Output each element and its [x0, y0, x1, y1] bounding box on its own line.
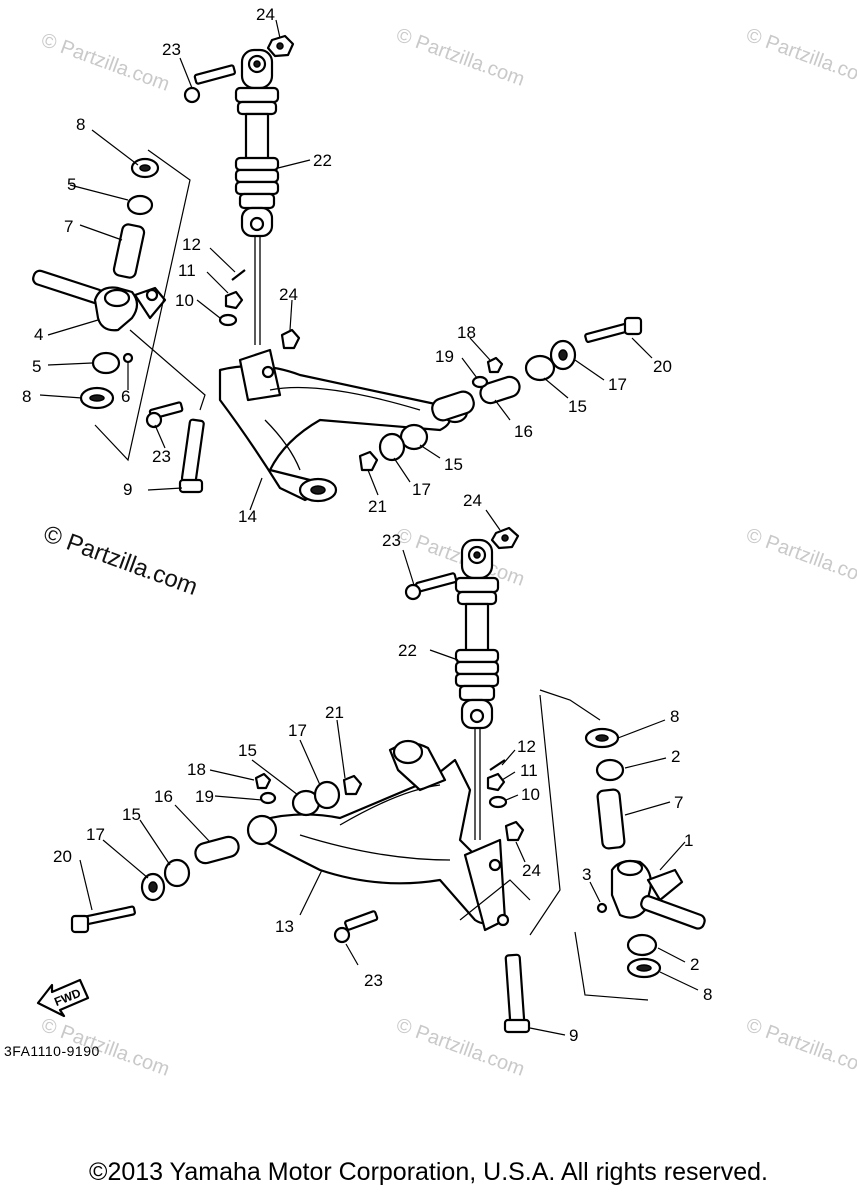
callout: 19: [435, 347, 454, 366]
callout: 14: [238, 507, 257, 526]
callout: 9: [569, 1026, 578, 1045]
bushings-bottom: [70, 772, 363, 934]
callouts-bottom: 24 23 22 21 17 15 18 19 16 15 17 20 13 2…: [53, 491, 712, 1045]
callout: 10: [175, 291, 194, 310]
callout: 8: [22, 387, 31, 406]
assembly-guides-top: [94, 149, 206, 462]
callout: 15: [122, 805, 141, 824]
callout: 15: [444, 455, 463, 474]
watermark: © Partzilla.com: [393, 24, 527, 91]
nut-24-bottom: [490, 526, 520, 550]
copyright-notice: ©2013 Yamaha Motor Corporation, U.S.A. A…: [89, 1158, 768, 1186]
callout: 7: [64, 217, 73, 236]
callout: 23: [162, 40, 181, 59]
callout: 24: [279, 285, 298, 304]
steering-knuckle-1: [584, 727, 706, 979]
bolt-9-bottom: [503, 953, 531, 1034]
bolt-23-bottom: [404, 572, 458, 601]
callout: 24: [463, 491, 482, 510]
bolt-23-arm-bottom: [333, 910, 379, 944]
callout: 8: [76, 115, 85, 134]
callout: 10: [521, 785, 540, 804]
callout: 9: [123, 480, 132, 499]
callout: 7: [674, 793, 683, 812]
callout: 24: [256, 5, 275, 24]
callout: 23: [382, 531, 401, 550]
callout: 17: [288, 721, 307, 740]
callout: 12: [517, 737, 536, 756]
callout: 16: [154, 787, 173, 806]
callout: 15: [568, 397, 587, 416]
callout: 23: [364, 971, 383, 990]
callout: 16: [514, 422, 533, 441]
callout: 22: [313, 151, 332, 170]
callout: 3: [582, 865, 591, 884]
shock-absorber-bottom: [454, 538, 500, 840]
cotter-nut-washer-top: [218, 269, 301, 350]
callout: 1: [684, 831, 693, 850]
top-assembly: [32, 19, 653, 511]
callout: 17: [86, 825, 105, 844]
callout: 4: [34, 325, 43, 344]
callout: 5: [32, 357, 41, 376]
watermark-prominent: © Partzilla.com: [40, 520, 201, 601]
callout: 2: [671, 747, 680, 766]
callout: 21: [325, 703, 344, 722]
callout: 21: [368, 497, 387, 516]
callout: 24: [522, 861, 541, 880]
callout: 2: [690, 955, 699, 974]
assembly-guides-bottom: [459, 689, 649, 1001]
callout: 13: [275, 917, 294, 936]
callout: 18: [187, 760, 206, 779]
bushings-top: [358, 316, 643, 472]
leader-lines-top: [39, 19, 653, 511]
callout: 8: [670, 707, 679, 726]
bolt-23-arm-top: [145, 401, 184, 429]
leader-lines-bottom: [79, 509, 699, 1036]
callout: 11: [178, 261, 196, 280]
callout: 18: [457, 323, 476, 342]
a-arm-13: [246, 739, 510, 932]
callout: 17: [608, 375, 627, 394]
steering-knuckle-4: [32, 157, 167, 410]
callout: 17: [412, 480, 431, 499]
cotter-nut-washer-bottom: [486, 759, 525, 842]
callout: 15: [238, 741, 257, 760]
callout: 5: [67, 175, 76, 194]
diagram-code: 3FA1110-9190: [4, 1043, 100, 1059]
watermark: © Partzilla.com: [743, 524, 857, 591]
callout: 22: [398, 641, 417, 660]
callout: 20: [653, 357, 672, 376]
bottom-assembly: FWD 3FA1110-9190: [4, 509, 706, 1059]
callout: 12: [182, 235, 201, 254]
a-arm-14: [218, 348, 469, 503]
callout: 8: [703, 985, 712, 1004]
callout: 20: [53, 847, 72, 866]
fwd-arrow-icon: FWD: [36, 978, 90, 1018]
callouts-top: 24 23 22 8 5 7 12 11 10 24 4 5 6 8 23 9 …: [22, 5, 672, 526]
watermark: © Partzilla.com: [743, 24, 857, 91]
bolt-9-top: [178, 418, 205, 494]
callout: 23: [152, 447, 171, 466]
watermark: © Partzilla.com: [743, 1014, 857, 1081]
callout: 19: [195, 787, 214, 806]
watermark: © Partzilla.com: [38, 29, 172, 96]
callout: 11: [520, 761, 538, 780]
callout: 6: [121, 387, 130, 406]
watermarks: © Partzilla.com © Partzilla.com © Partzi…: [38, 24, 857, 1081]
bolt-23-top: [183, 64, 237, 104]
nut-24-top: [266, 34, 295, 58]
shock-absorber-top: [234, 48, 280, 345]
